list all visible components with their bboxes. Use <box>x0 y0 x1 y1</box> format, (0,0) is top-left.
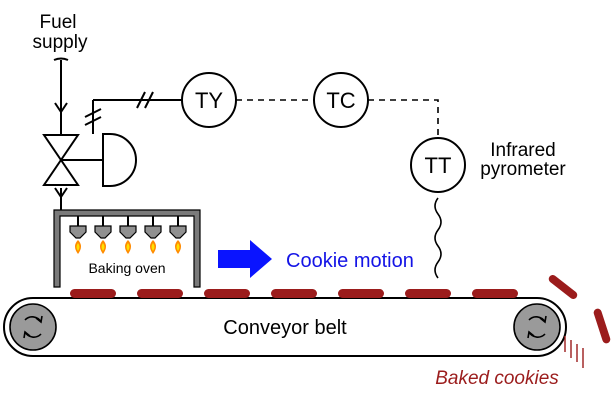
pyrometer-label-line2: pyrometer <box>480 159 566 180</box>
arrow-right-icon <box>218 240 272 278</box>
falling-cookies <box>548 274 611 344</box>
cookie-motion-label: Cookie motion <box>286 250 414 272</box>
signal-tc-tt <box>368 99 439 138</box>
control-valve <box>42 133 137 187</box>
cookie <box>338 289 384 298</box>
burner-flames <box>75 240 181 254</box>
rotation-icon <box>23 315 43 339</box>
rotation-icon <box>527 315 547 339</box>
baked-cookies-label: Baked cookies <box>435 368 559 389</box>
tc-label: TC <box>326 88 355 113</box>
instrument-tc: TC <box>313 72 369 128</box>
cookie <box>271 289 317 298</box>
pulley-left <box>9 303 57 351</box>
fuel-label-line1: Fuel <box>40 12 77 33</box>
conveyor-belt: Conveyor belt <box>3 297 567 357</box>
belt-label: Conveyor belt <box>223 317 347 339</box>
falling-motion-lines <box>564 336 584 368</box>
pulley-right <box>513 303 561 351</box>
oven-enclosure <box>53 209 201 288</box>
instrument-tt: TT <box>410 137 466 193</box>
burner-nozzles <box>69 225 187 239</box>
instrument-ty: TY <box>181 72 237 128</box>
cookie <box>405 289 451 298</box>
infrared-sensing-wave <box>434 197 442 279</box>
cookie <box>70 289 116 298</box>
fuel-label-line2: supply <box>33 32 88 53</box>
pneumatic-signal-line <box>84 91 182 134</box>
oven-label: Baking oven <box>88 260 165 276</box>
cookie <box>472 289 518 298</box>
tt-label: TT <box>425 153 452 178</box>
fuel-line <box>53 57 69 210</box>
pyrometer-label-line1: Infrared <box>490 140 555 161</box>
cookies-on-belt <box>70 289 518 298</box>
ty-label: TY <box>195 88 223 113</box>
cookie <box>204 289 250 298</box>
cookie <box>137 289 183 298</box>
